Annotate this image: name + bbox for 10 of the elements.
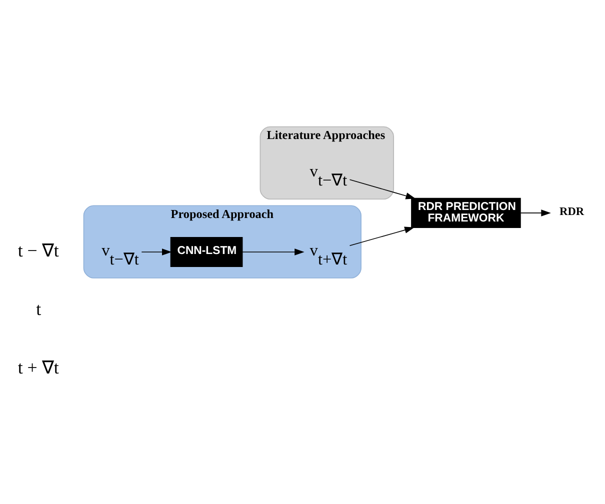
arrow <box>242 248 304 256</box>
arrow <box>520 210 551 216</box>
arrow <box>141 248 172 256</box>
label: t − ∇t <box>18 240 59 261</box>
node-text: RDR <box>559 206 584 218</box>
label: t <box>36 299 42 320</box>
node-box: RDR PREDICTION FRAMEWORK <box>411 198 521 228</box>
label: t + ∇t <box>18 358 59 378</box>
node-box: CNN-LSTM <box>170 236 243 268</box>
arrow <box>349 179 416 200</box>
